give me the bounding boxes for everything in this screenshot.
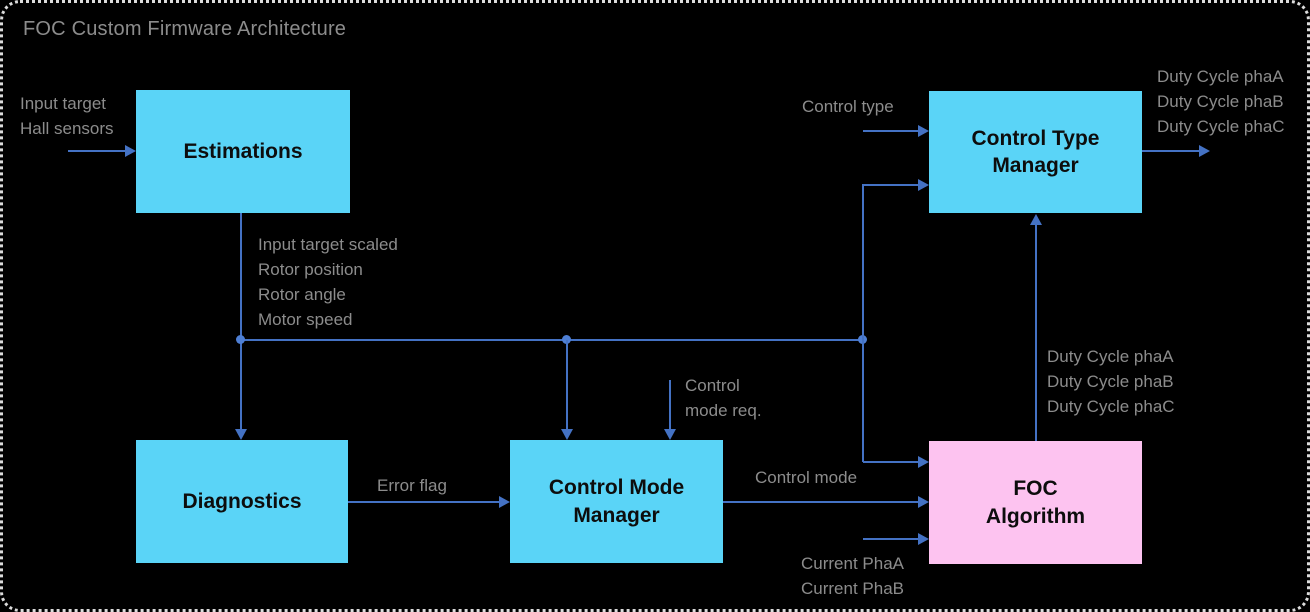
arrowhead-inputs-to-estimations xyxy=(125,145,136,157)
connector-error-flag xyxy=(348,501,499,503)
arrowhead-control-mode-req xyxy=(664,429,676,440)
label-duty-cycle-foc: Duty Cycle phaA Duty Cycle phaB Duty Cyc… xyxy=(1047,347,1175,416)
label-control-type: Control type xyxy=(802,97,894,116)
label-estimations-inputs: Input target Hall sensors xyxy=(20,94,114,138)
arrowhead-estimations-to-diagnostics xyxy=(235,429,247,440)
arrowhead-control-mode xyxy=(918,496,929,508)
connector-bus-up-to-control-type-manager xyxy=(862,184,864,340)
arrowhead-bus-to-control-mode-manager xyxy=(561,429,573,440)
arrowhead-bus-to-foc xyxy=(918,456,929,468)
arrowhead-foc-to-ctm xyxy=(1030,214,1042,225)
label-error-flag: Error flag xyxy=(377,476,447,495)
label-control-mode: Control mode xyxy=(755,468,858,487)
connector-bus-into-control-type-manager xyxy=(863,184,918,186)
connector-control-mode-req xyxy=(669,380,671,429)
block-foc-algorithm: FOC Algorithm xyxy=(929,441,1142,564)
connector-ctm-output xyxy=(1142,150,1199,152)
connector-foc-to-ctm xyxy=(1035,224,1037,441)
connector-bus-to-control-mode-manager xyxy=(566,340,568,429)
arrowhead-ctm-output xyxy=(1199,145,1210,157)
connector-current-inputs xyxy=(863,538,918,540)
connector-bus-down-to-foc xyxy=(862,340,864,462)
block-estimations: Estimations xyxy=(136,90,350,213)
label-current-inputs: Current PhaA Current PhaB xyxy=(801,554,904,598)
arrowhead-current-inputs xyxy=(918,533,929,545)
label-duty-cycle-outputs: Duty Cycle phaA Duty Cycle phaB Duty Cyc… xyxy=(1157,67,1285,136)
arrowhead-bus-to-control-type-manager xyxy=(918,179,929,191)
block-diagnostics: Diagnostics xyxy=(136,440,348,563)
connector-inputs-to-estimations xyxy=(68,150,125,152)
connector-estimations-bus xyxy=(241,339,863,341)
block-control-type-manager: Control Type Manager xyxy=(929,91,1142,213)
diagram-title: FOC Custom Firmware Architecture xyxy=(23,18,347,40)
junction-dot-left xyxy=(236,335,245,344)
arrowhead-error-flag xyxy=(499,496,510,508)
label-control-mode-req: Control mode req. xyxy=(685,376,762,420)
arrowhead-control-type-input xyxy=(918,125,929,137)
connector-control-type-input xyxy=(863,130,918,132)
connector-estimations-to-diagnostics xyxy=(240,213,242,429)
label-estimations-outputs: Input target scaled Rotor position Rotor… xyxy=(258,235,398,329)
connector-bus-into-foc xyxy=(863,461,918,463)
block-control-mode-manager: Control Mode Manager xyxy=(510,440,723,563)
junction-dot-middle xyxy=(562,335,571,344)
connector-control-mode xyxy=(723,501,918,503)
